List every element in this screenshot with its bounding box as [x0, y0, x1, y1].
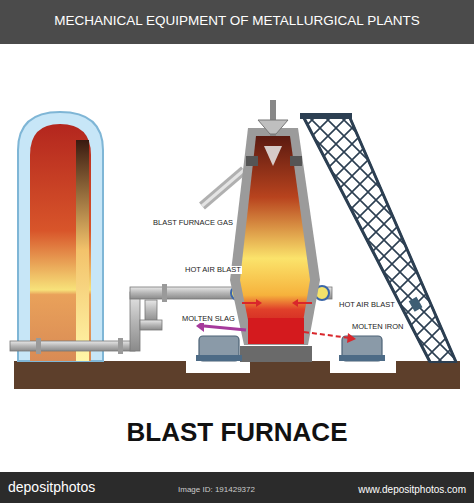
part-label: HOT AIR BLAST — [338, 301, 396, 309]
watermark: www.depositphotos.com — [358, 484, 466, 495]
part-label: MOLTEN IRON — [351, 323, 405, 331]
part-label: BLAST FURNACE GAS — [152, 219, 234, 227]
watermark: depositphotos — [8, 480, 95, 495]
part-label: MOLTEN SLAG — [181, 315, 236, 323]
title-text: MECHANICAL EQUIPMENT OF METALLURGICAL PL… — [0, 14, 474, 29]
part-label: HOT AIR BLAST — [184, 266, 242, 274]
caption-text: BLAST FURNACE — [0, 418, 474, 447]
watermark: Image ID: 191429372 — [178, 486, 255, 495]
